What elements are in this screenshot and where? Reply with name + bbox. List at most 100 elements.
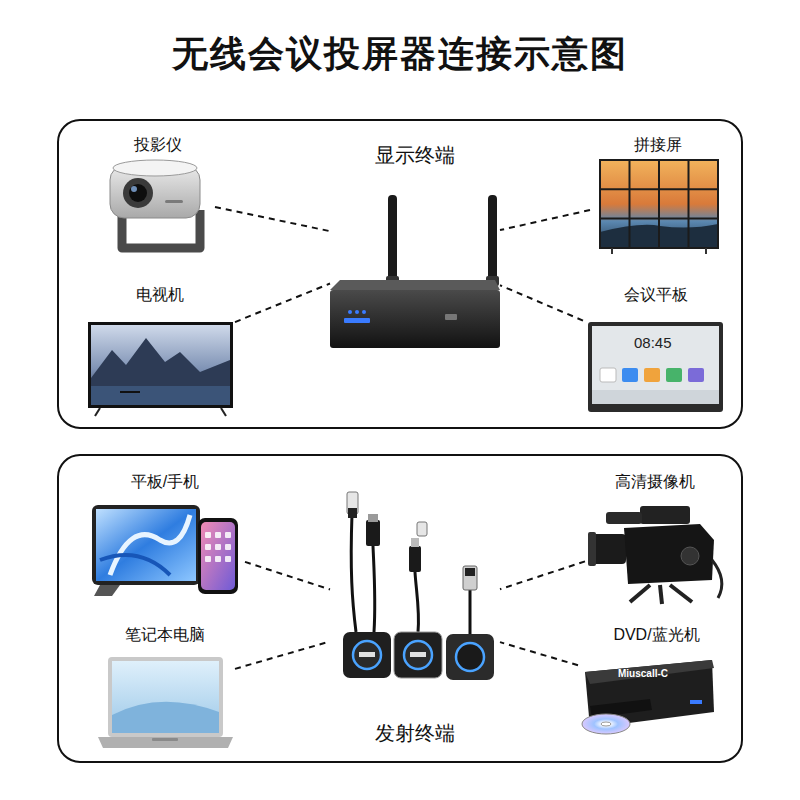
dvd-figure-part	[601, 722, 611, 726]
projector-figure-part	[131, 186, 137, 192]
tablet-phone-figure-part	[96, 509, 196, 581]
meeting-panel-figure-part	[588, 322, 723, 412]
video-wall-figure-part-part	[658, 160, 660, 248]
receiver-figure-part	[488, 195, 497, 287]
tv-figure	[88, 322, 233, 416]
meeting-panel-figure-part	[644, 368, 660, 382]
tv-figure-part	[221, 408, 226, 416]
device-node: 发射终端	[330, 488, 500, 746]
receiver-figure-part	[344, 318, 370, 323]
tablet-phone-figure-part-part	[225, 532, 231, 538]
tablet-phone-figure-part	[198, 518, 238, 594]
tablet-phone-figure-part-part	[205, 532, 211, 538]
device-label: 高清摄像机	[615, 472, 695, 492]
laptop-figure-part	[98, 737, 233, 748]
dvd-figure-part	[582, 714, 630, 734]
meeting-panel-figure	[588, 322, 723, 412]
projector-figure-part	[129, 184, 147, 202]
transmitter-figure-part	[417, 522, 427, 536]
device-label: 拼接屏	[634, 135, 682, 155]
tv-figure-part	[91, 386, 230, 405]
dashed-connector	[500, 285, 583, 320]
projector-figure	[110, 160, 200, 248]
device-label: 投影仪	[134, 135, 182, 155]
tablet-phone-figure-part-part	[205, 544, 211, 550]
camera-figure-part	[712, 560, 722, 598]
tablet-phone-figure-part-part	[225, 556, 231, 562]
dvd-figure-part	[585, 660, 714, 684]
dashed-connector	[215, 207, 330, 231]
dashed-connector	[235, 284, 330, 323]
video-wall-figure-part	[705, 248, 707, 254]
laptop-figure	[98, 657, 233, 748]
video-wall-figure-part-part	[600, 218, 718, 220]
laptop-figure-part	[108, 657, 223, 737]
laptop-figure-part	[112, 702, 219, 733]
receiver-figure-part	[445, 314, 457, 320]
tablet-phone-figure-part-part	[215, 532, 221, 538]
camera-figure-part	[640, 506, 690, 524]
video-wall-figure-part	[611, 248, 613, 254]
transmitter-figure-part	[394, 632, 442, 678]
tablet-phone-figure-part	[205, 532, 231, 562]
transmitter-figure-part	[366, 520, 380, 546]
receiver-figure-part	[362, 310, 366, 314]
tablet-phone-figure-part-part	[215, 556, 221, 562]
tv-figure-part	[120, 391, 140, 393]
transmitter-figure-part	[368, 514, 378, 522]
device-label: 平板/手机	[131, 472, 199, 492]
tablet-phone-figure-part-part	[205, 556, 211, 562]
device-label: 电视机	[136, 285, 184, 305]
projector-figure-part	[113, 160, 197, 176]
camera-figure-part	[630, 585, 650, 602]
device-node: DVD/蓝光机	[578, 625, 735, 752]
receiver-figure-part	[388, 195, 397, 287]
transmitter-figure-part	[404, 641, 432, 669]
transmitter-figure-part	[409, 546, 421, 572]
dvd-figure-part	[690, 700, 702, 704]
tablet-phone-figure-part	[94, 585, 120, 596]
screen-text: Miuscall-C	[618, 668, 668, 680]
transmitter-figure-part	[351, 514, 356, 632]
device-node: 高清摄像机	[585, 472, 725, 605]
receiver-figure	[330, 195, 500, 348]
camera-figure-part	[606, 512, 642, 524]
tv-figure-part	[91, 325, 230, 405]
transmitter-figure-part	[348, 508, 357, 518]
video-wall-figure	[600, 160, 718, 254]
transmitter-figure-part	[463, 566, 477, 590]
transmitter-figure-part	[456, 643, 484, 671]
tablet-phone-figure-part-part	[215, 544, 221, 550]
device-label: 会议平板	[624, 285, 688, 305]
device-label: 发射终端	[375, 721, 455, 746]
laptop-figure-part	[152, 738, 178, 741]
meeting-panel-figure-part	[592, 326, 719, 404]
tablet-phone-figure-part	[92, 505, 200, 585]
video-wall-figure-part-part	[629, 160, 631, 248]
meeting-panel-figure-part	[592, 390, 719, 404]
video-wall-figure-part	[600, 160, 718, 248]
transmitter-figure	[343, 492, 494, 680]
tv-figure-part	[91, 338, 230, 386]
camera-figure-part	[592, 534, 626, 564]
camera-figure-part	[588, 532, 596, 566]
video-wall-figure-part-part	[688, 160, 690, 248]
screen-text: 08:45	[634, 334, 672, 352]
tablet-phone-figure	[92, 505, 238, 596]
camera-figure-part	[660, 585, 662, 604]
dashed-connector	[500, 642, 578, 665]
meeting-panel-figure-part	[688, 368, 704, 382]
device-label: 笔记本电脑	[125, 625, 205, 645]
video-wall-figure-part-part	[600, 188, 718, 190]
laptop-figure-part	[112, 661, 219, 733]
transmitter-figure-part	[411, 538, 419, 547]
device-node: 电视机	[85, 285, 235, 420]
projector-figure-part	[165, 200, 183, 203]
receiver-figure-part	[348, 310, 352, 314]
sender-panel-frame	[58, 455, 742, 762]
tv-figure-part	[95, 408, 100, 416]
device-node: 投影仪	[100, 135, 215, 255]
diagram-title: 无线会议投屏器连接示意图	[0, 30, 800, 79]
